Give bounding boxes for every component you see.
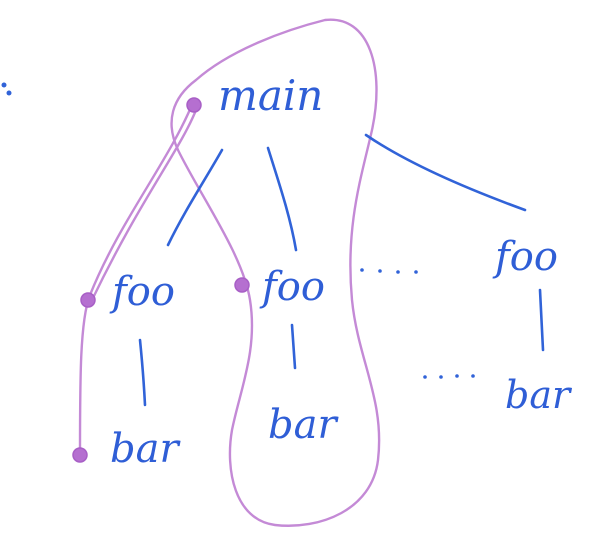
- marker-main: [186, 97, 202, 113]
- marker-bar-left: [72, 447, 88, 463]
- edge-main-foo-1: [166, 148, 224, 247]
- highlight-path-left-inner: [90, 108, 198, 302]
- node-foo-left: foo: [109, 269, 175, 315]
- node-foo-middle: foo: [259, 264, 325, 310]
- marker-foo-middle: [234, 277, 250, 293]
- marker-foo-left: [80, 292, 96, 308]
- edge-foo-bar-3: [538, 288, 545, 352]
- edge-foo-bar-2: [290, 323, 297, 370]
- ellipsis-bar: [423, 374, 475, 379]
- node-main: main: [218, 71, 323, 120]
- node-bar-middle: bar: [268, 402, 339, 448]
- node-foo-right: foo: [492, 234, 558, 280]
- highlight-loop: [170, 18, 381, 527]
- stray-mark: [1, 82, 12, 96]
- node-bar-left: bar: [110, 426, 181, 472]
- node-bar-right: bar: [505, 373, 573, 417]
- edge-main-foo-2: [266, 146, 298, 252]
- ellipsis-foo: [360, 268, 418, 274]
- edge-main-foo-3: [364, 133, 527, 212]
- edge-foo-bar-1: [138, 338, 147, 407]
